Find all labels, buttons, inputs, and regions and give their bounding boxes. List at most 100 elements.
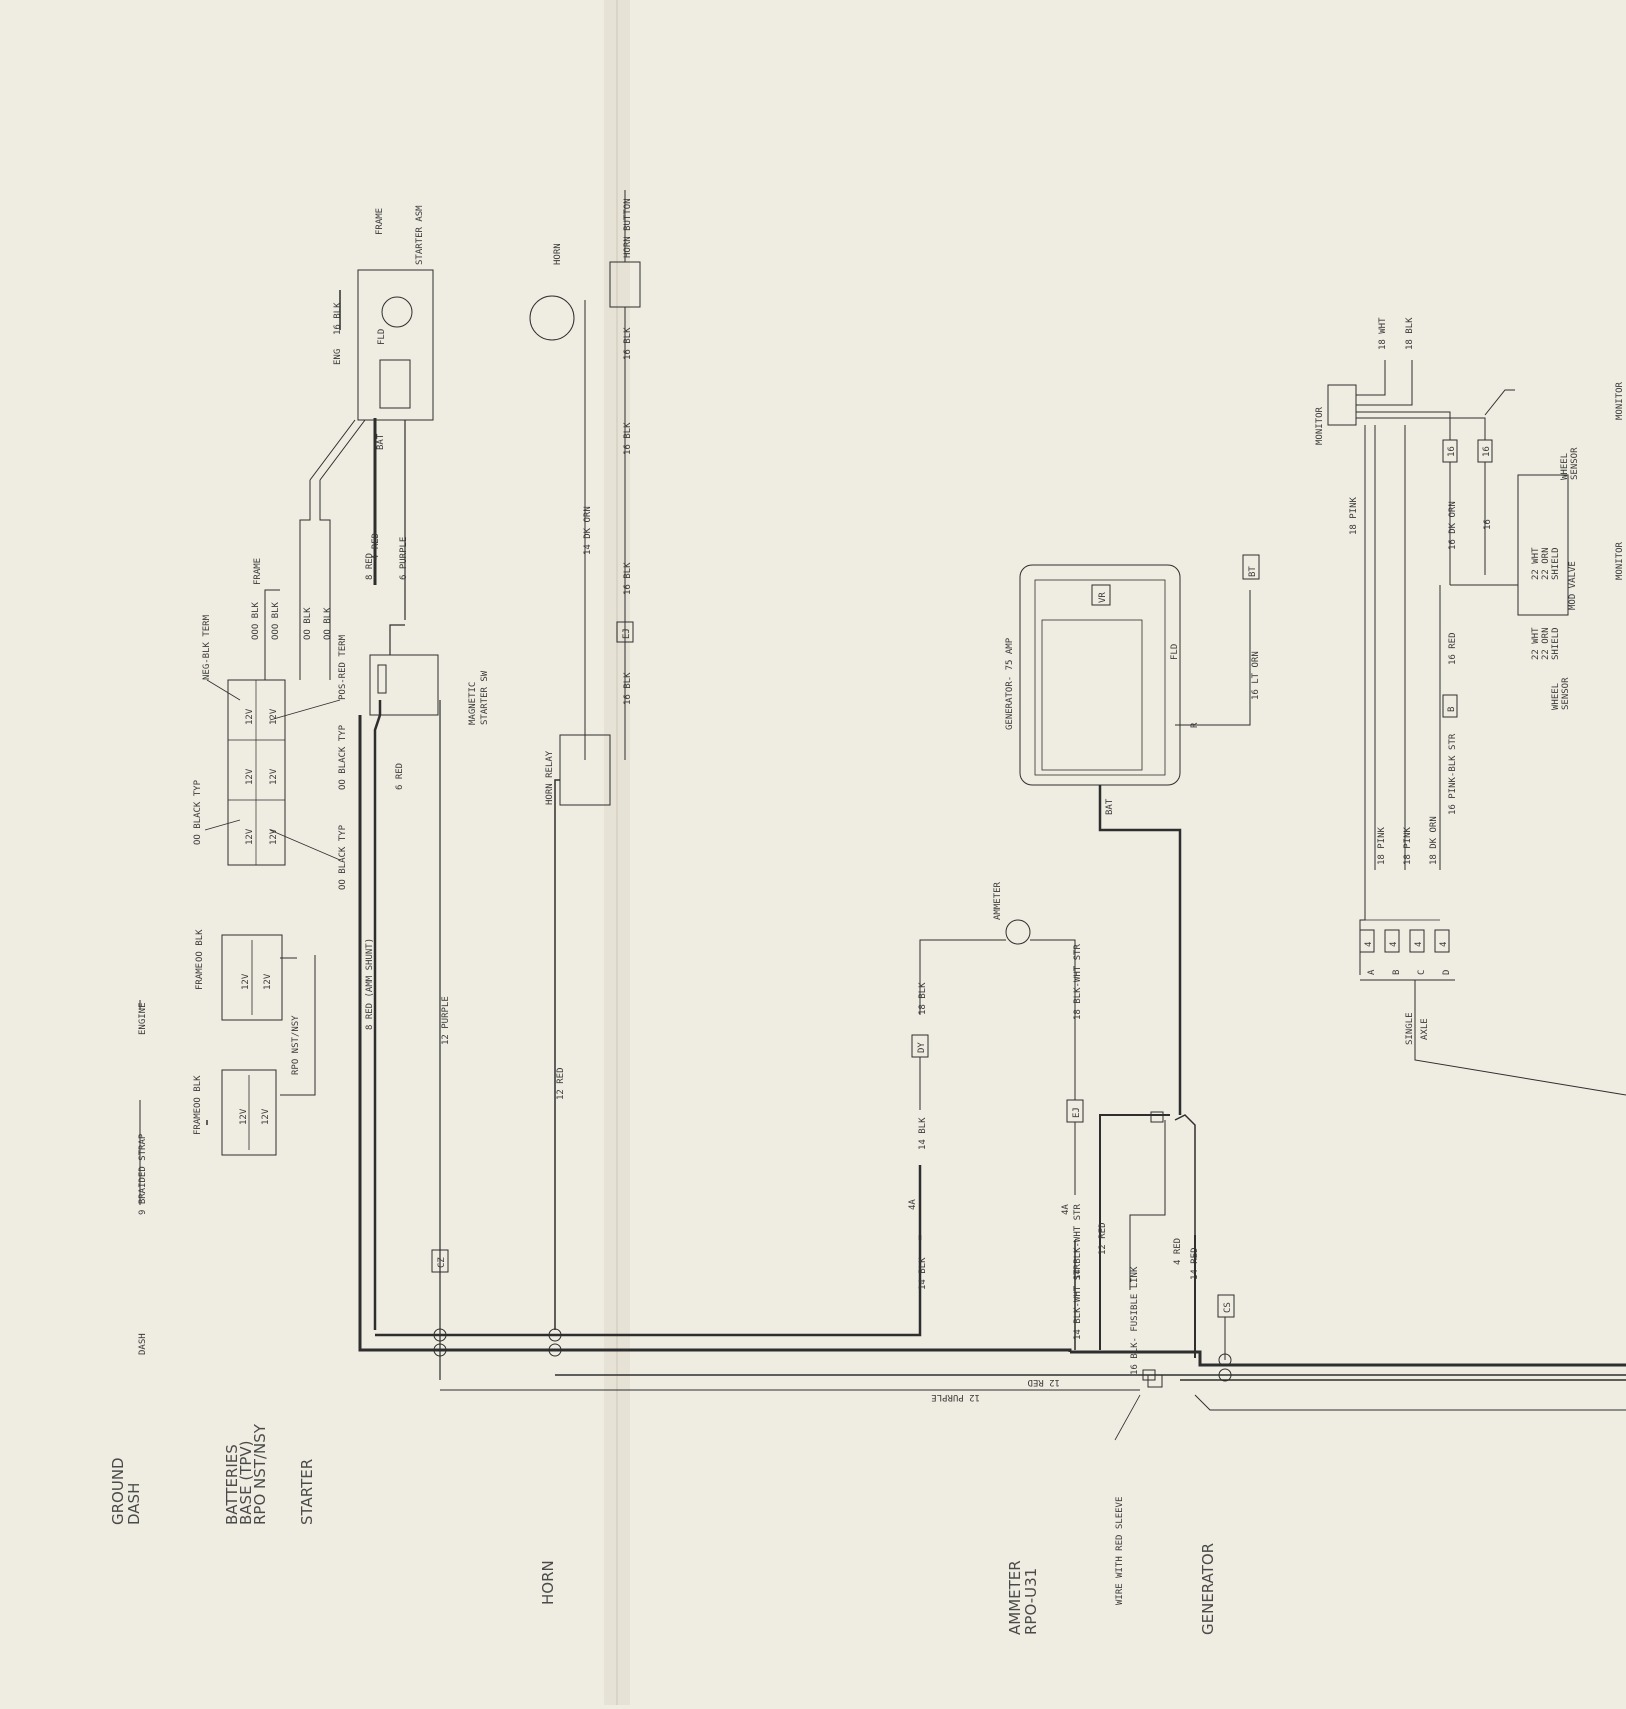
generator-75-amp: GENERATOR- 75 AMP VR FLD R BAT 16 LT ORN… — [1005, 554, 1261, 1115]
section-batteries: BATTERIESBASE (TPV)RPO NST/NSY — [223, 1423, 269, 1525]
monitor-label-3: MONITOR — [1615, 541, 1625, 580]
magnetic-label: MAGNETIC — [468, 682, 478, 725]
wire-18-dk-orn-label: 18 DK ORN — [1429, 816, 1439, 865]
wire-18-blk-wht-str-label: 18 BLK-WHT STR — [1073, 944, 1083, 1020]
battery-1-frame-label: FRAME — [193, 1108, 203, 1135]
wire-14-blk-label-1: 14 BLK — [918, 1117, 928, 1150]
connector-4-a: 4 — [1364, 942, 1374, 947]
bus-12-purple-label: 12 PURPLE — [931, 1392, 980, 1402]
connector-b: B — [1447, 707, 1457, 712]
horn-button-label: HORN BUTTON — [623, 198, 633, 258]
battery-2-12v-b: 12V — [263, 973, 273, 990]
starter-asm-label: STARTER ASM — [415, 205, 425, 265]
pin-b-label: B — [1392, 970, 1402, 975]
wire-16-blk-label-1: 16 BLK — [623, 327, 633, 360]
bat-base-12v-1: 12V — [245, 708, 255, 725]
wire-18-pink-label-3: 18 PINK — [1403, 826, 1413, 865]
neg-blk-term-label: NEG-BLK TERM — [202, 614, 212, 680]
pin-d-label: D — [1442, 970, 1452, 975]
battery-1-oo-blk: OO BLK — [193, 1075, 203, 1108]
sensor-label-b: SENSOR — [1561, 677, 1571, 710]
wire-4-red-ammeter-label: 4 RED — [1173, 1238, 1183, 1265]
battery-rpo-2: 12V 12V FRAME OO BLK RPO NST/NSY — [195, 929, 316, 1096]
bat-base-12v-3: 12V — [245, 768, 255, 785]
monitor-label-2: MONITOR — [1615, 381, 1625, 420]
wire-16-blk-label-2: 16 BLK — [623, 422, 633, 455]
monitor-circuit: MONITOR 18 WHT 18 BLK 18 PINK 16 16 16 D… — [1315, 317, 1626, 1096]
bus-12-red-label: 12 RED — [1027, 1377, 1060, 1387]
wire-18-pink-label-1: 18 PINK — [1349, 496, 1359, 535]
connector-cz-label: CZ — [437, 1257, 447, 1268]
battery-2-frame-label: FRAME — [195, 963, 205, 990]
mod-valve-label: MOD VALVE — [1568, 561, 1578, 610]
connector-4-c: 4 — [1414, 942, 1424, 947]
wire-18-blk-monitor-label: 18 BLK — [1405, 317, 1415, 350]
vr-label: VR — [1098, 592, 1108, 603]
monitor-label-1: MONITOR — [1315, 406, 1325, 445]
wire-14-blk-label-2: 14 BLK — [918, 1257, 928, 1290]
bat-base-12v-2: 12V — [269, 708, 279, 725]
wire-18-pink-label-2: 18 PINK — [1377, 826, 1387, 865]
connector-16-b: 16 — [1482, 446, 1492, 457]
dash-label: DASH — [138, 1333, 148, 1355]
orn-22-label-b: 22 ORN — [1541, 627, 1551, 660]
horn-label: HORN — [553, 243, 563, 265]
starter-frame-label: FRAME — [375, 208, 385, 235]
fuse-4a-label-2: 4A — [1061, 1204, 1071, 1215]
orn-22-label-a: 22 ORN — [1541, 547, 1551, 580]
connector-4-b: 4 — [1389, 942, 1399, 947]
oo-blk-label-1: OO BLK — [303, 607, 313, 640]
sensor-label-a: SENSOR — [1570, 447, 1580, 480]
battery-rpo-1: 12V 12V FRAME OO BLK — [193, 1069, 277, 1156]
engine-label: ENGINE — [138, 1002, 148, 1035]
ammeter-circuit: AMMETER 18 BLK DY 14 BLK 4A 14 BLK 18 BL… — [908, 881, 1235, 1605]
starter-fld-label: FLD — [377, 329, 387, 345]
wire-4-red-label: 4 RED — [371, 533, 381, 560]
wheel-label-b: WHEEL — [1551, 683, 1561, 710]
generator-bat-label: BAT — [1105, 798, 1115, 815]
fuse-4a-label-1: 4A — [908, 1199, 918, 1210]
section-starter: STARTER — [298, 1459, 316, 1525]
wire-12-red-ammeter-label: 12 RED — [1098, 1222, 1108, 1255]
main-wiring-bus: 8 RED (AMM SHUNT) 8 RED 12 PURPLE 12 RED… — [358, 553, 1626, 1411]
wire-14-blk-wht-str-label-1: 14 BLK-WHT STR — [1073, 1204, 1083, 1280]
wht-22-label-a: 22 WHT — [1531, 547, 1541, 580]
ground-dash-group: DASH 9 BRAIDED STRAP ENGINE — [138, 1000, 148, 1355]
axle-label: AXLE — [1420, 1018, 1430, 1040]
horn-relay-label: HORN RELAY — [545, 750, 555, 805]
section-horn: HORN — [539, 1560, 557, 1605]
wire-8-red-amm-label: 8 RED (AMM SHUNT) — [365, 938, 375, 1030]
battery-base-tpv: 12V 12V 12V 12V 12V 12V OO BLACK TYP OO … — [193, 419, 366, 890]
oo-blk-label-2: OO BLK — [323, 607, 333, 640]
oo-black-typ-label-3: OO BLACK TYP — [338, 724, 348, 790]
oo-black-typ-label-2: OO BLACK TYP — [338, 824, 348, 890]
wire-6-red-label: 6 RED — [395, 763, 405, 790]
connector-16-a: 16 — [1447, 446, 1457, 457]
wht-22-label-b: 22 WHT — [1531, 627, 1541, 660]
bat-base-12v-4: 12V — [269, 768, 279, 785]
connector-ej-ammeter: EJ — [1072, 1107, 1082, 1118]
section-generator: GENERATOR — [1199, 1543, 1217, 1635]
wire-16-pink-blk-str-label: 16 PINK-BLK STR — [1448, 733, 1458, 815]
bat-base-12v-6: 12V — [269, 828, 279, 845]
wire-12-purple-label: 12 PURPLE — [441, 996, 451, 1045]
wire-14-blk-wht-str-label-2: 14 BLK-WHT STR — [1073, 1264, 1083, 1340]
battery-2-oo-blk: OO BLK — [195, 929, 205, 962]
fusible-link-label: 16 BLK- FUSIBLE LINK — [1130, 1266, 1140, 1375]
section-ammeter: AMMETERRPO-U31 — [1006, 1560, 1040, 1635]
ooo-blk-label-1: OOO BLK — [251, 601, 261, 640]
shield-label-b: SHIELD — [1551, 627, 1561, 660]
rpo-nst-nsy-label: RPO NST/NSY — [291, 1015, 301, 1075]
horn-circuit: HORN HORN BUTTON 14 DK ORN 16 BLK 16 BLK… — [529, 190, 641, 1330]
connector-4-d: 4 — [1439, 942, 1449, 947]
wire-14-dk-orn-label: 14 DK ORN — [583, 506, 593, 555]
battery-1-12v-a: 12V — [239, 1108, 249, 1125]
pin-a-label: A — [1367, 969, 1377, 975]
section-ground: GROUNDDASH — [109, 1457, 143, 1525]
oo-black-typ-label: OO BLACK TYP — [193, 779, 203, 845]
generator-label: GENERATOR- 75 AMP — [1005, 637, 1015, 730]
magnetic-starter-switch: MAGNETIC STARTER SW 4 RED 6 PURPLE 6 RED — [369, 533, 490, 1380]
battery-2-12v-a: 12V — [241, 973, 251, 990]
